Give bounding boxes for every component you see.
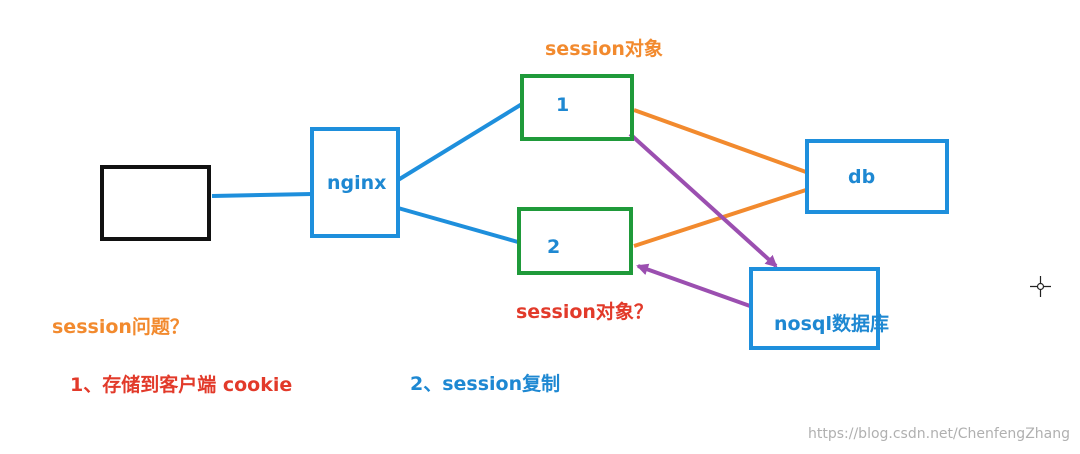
server1-box xyxy=(520,74,634,141)
server2-label: 2 xyxy=(547,236,561,258)
client-to-nginx-line xyxy=(211,192,313,198)
server1-label: 1 xyxy=(556,94,570,116)
server1-to-db-line xyxy=(633,108,807,174)
nosql-label: nosql数据库 xyxy=(774,313,890,335)
nosql-to-server2-arrow xyxy=(636,263,751,308)
watermark-text: https://blog.csdn.net/ChenfengZhang xyxy=(808,426,1070,442)
db-box xyxy=(805,139,949,214)
nosql-box xyxy=(749,267,880,350)
server1-to-nosql-arrow xyxy=(628,132,778,268)
nginx-label: nginx xyxy=(327,172,387,194)
crosshair-cursor-icon xyxy=(1030,276,1051,297)
session-object-top-label: session对象 xyxy=(545,38,663,60)
db-label: db xyxy=(848,166,876,188)
solution2-label: 2、session复制 xyxy=(410,373,561,395)
session-object-bottom-label: session对象？ xyxy=(516,301,653,323)
nginx-box xyxy=(310,127,400,238)
session-problem-label: session问题？ xyxy=(52,316,189,338)
nginx-to-server1-line xyxy=(396,102,524,182)
nginx-to-server2-line xyxy=(397,206,519,244)
client-box xyxy=(100,165,211,241)
server2-box xyxy=(517,207,633,275)
solution1-label: 1、存储到客户端 cookie xyxy=(70,374,293,396)
